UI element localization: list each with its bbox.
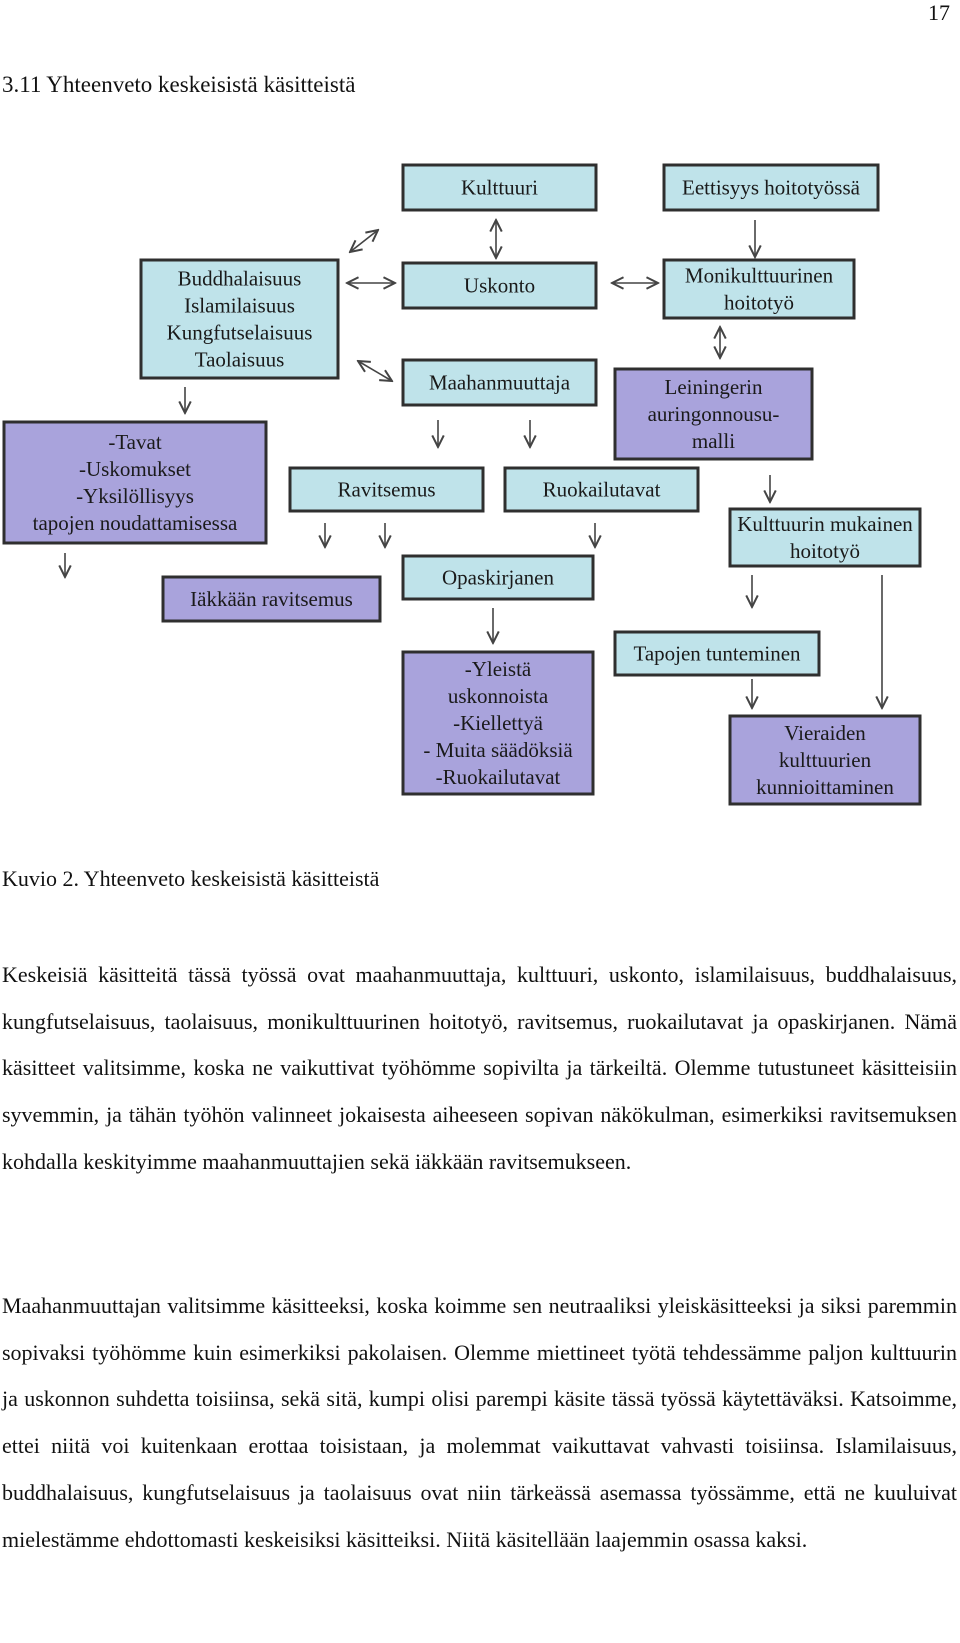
box-label-line: Ravitsemus	[338, 478, 436, 502]
box-yleista: -Yleistä uskonnoista -Kiellettyä - Muita sä…	[401, 650, 595, 796]
box-tavat: -Tavat -Uskomukset -Yksilöllisyys tapojen n…	[2, 420, 268, 545]
box-frame	[662, 258, 856, 320]
box-frame	[401, 358, 598, 407]
box-label-line: Monikulttuurinen	[685, 264, 834, 288]
box-label-line: uskonnoista	[448, 684, 549, 708]
box-frame	[728, 507, 922, 568]
box-label-line: -Ruokailutavat	[436, 765, 561, 789]
box-label-line: hoitotyö	[790, 539, 860, 563]
page-number: 17	[928, 0, 950, 25]
box-kulttuurin-mukainen: Kulttuurin mukainen hoitotyö	[728, 507, 922, 568]
box-label-line: -Tavat	[108, 430, 161, 454]
box-kulttuuri: Kulttuuri	[401, 163, 598, 212]
box-label-line: Ruokailutavat	[543, 478, 661, 502]
box-label-line: Kulttuurin mukainen	[737, 512, 913, 536]
box-maahanmuuttaja: Maahanmuuttaja	[401, 358, 598, 407]
box-uskonnot: BuddhalaisuusIslamilaisuusKungfutselaisu…	[139, 258, 340, 380]
box-label-line: -Yleistä	[465, 657, 532, 681]
arrow-uskonnot-maahanmuuttaja	[358, 361, 392, 381]
box-label-line: Opaskirjanen	[442, 566, 554, 590]
section-title: 3.11 Yhteenveto keskeisistä käsitteistä	[2, 72, 356, 97]
box-frame	[613, 630, 821, 677]
box-frame	[613, 367, 814, 461]
box-label-line: -Uskomukset	[79, 457, 191, 481]
box-frame	[401, 163, 598, 212]
box-opaskirjanen: Opaskirjanen	[401, 554, 595, 601]
box-eettisyys: Eettisyys hoitotyössä	[662, 163, 880, 212]
box-label-line: Uskonto	[464, 274, 535, 298]
box-label-line: - Muita säädöksiä	[423, 738, 573, 762]
box-frame	[401, 554, 595, 601]
box-label-line: Buddhalaisuus	[178, 267, 302, 291]
box-label-line: Leiningerin	[665, 375, 763, 399]
box-label-line: Iäkkään ravitsemus	[190, 587, 353, 611]
box-ravitsemus: Ravitsemus	[288, 466, 485, 513]
box-label-line: kulttuurien	[779, 748, 872, 772]
box-label-line: Kulttuuri	[461, 176, 538, 200]
box-label-line: malli	[692, 429, 735, 453]
arrow-uskonnot-kulttuuri	[350, 230, 378, 252]
box-frame	[401, 261, 598, 310]
box-label-line: Eettisyys hoitotyössä	[682, 176, 861, 200]
box-leininger: Leiningerin auringonnousu-malli	[613, 367, 814, 461]
box-label-line: -Kiellettyä	[453, 711, 543, 735]
box-frame	[161, 575, 382, 623]
box-frame	[139, 258, 340, 380]
box-label-line: auringonnousu-	[648, 402, 780, 426]
box-tapojen-tunteminen: Tapojen tunteminen	[613, 630, 821, 677]
box-iakkaan: Iäkkään ravitsemus	[161, 575, 382, 623]
box-vieraiden: Vieraiden kulttuurien kunnioittaminen	[728, 714, 922, 806]
box-frame	[503, 466, 700, 513]
body-paragraph-1: Keskeisiä käsitteitä tässä työssä ovat m…	[2, 962, 957, 1174]
box-ruokailutavat: Ruokailutavat	[503, 466, 700, 513]
box-uskonto: Uskonto	[401, 261, 598, 310]
box-frame	[401, 650, 595, 796]
box-label-line: Maahanmuuttaja	[429, 371, 571, 395]
box-frame	[728, 714, 922, 806]
box-label-line: Tapojen tunteminen	[633, 642, 801, 666]
diagram-arrows	[65, 220, 882, 708]
box-label-line: Islamilaisuus	[184, 294, 295, 318]
box-label-line: Vieraiden	[784, 721, 866, 745]
box-label-line: kunnioittaminen	[756, 775, 894, 799]
box-frame	[662, 163, 880, 212]
box-frame	[288, 466, 485, 513]
box-label-line: Kungfutselaisuus	[167, 321, 313, 345]
box-label-line: hoitotyö	[724, 291, 794, 315]
body-paragraph-2: Maahanmuuttajan valitsimme käsitteeksi, …	[2, 1293, 957, 1552]
box-label-line: tapojen noudattamisessa	[33, 511, 238, 535]
box-frame	[2, 420, 268, 545]
figure-caption: Kuvio 2. Yhteenveto keskeisistä käsittei…	[2, 866, 380, 891]
box-label-line: Taolaisuus	[195, 348, 285, 372]
box-label-line: -Yksilöllisyys	[76, 484, 194, 508]
box-monikulttuurinen: Monikulttuurinen hoitotyö	[662, 258, 856, 320]
concept-diagram: Kulttuuri Eettisyys hoitotyössä Buddhala…	[2, 163, 922, 806]
